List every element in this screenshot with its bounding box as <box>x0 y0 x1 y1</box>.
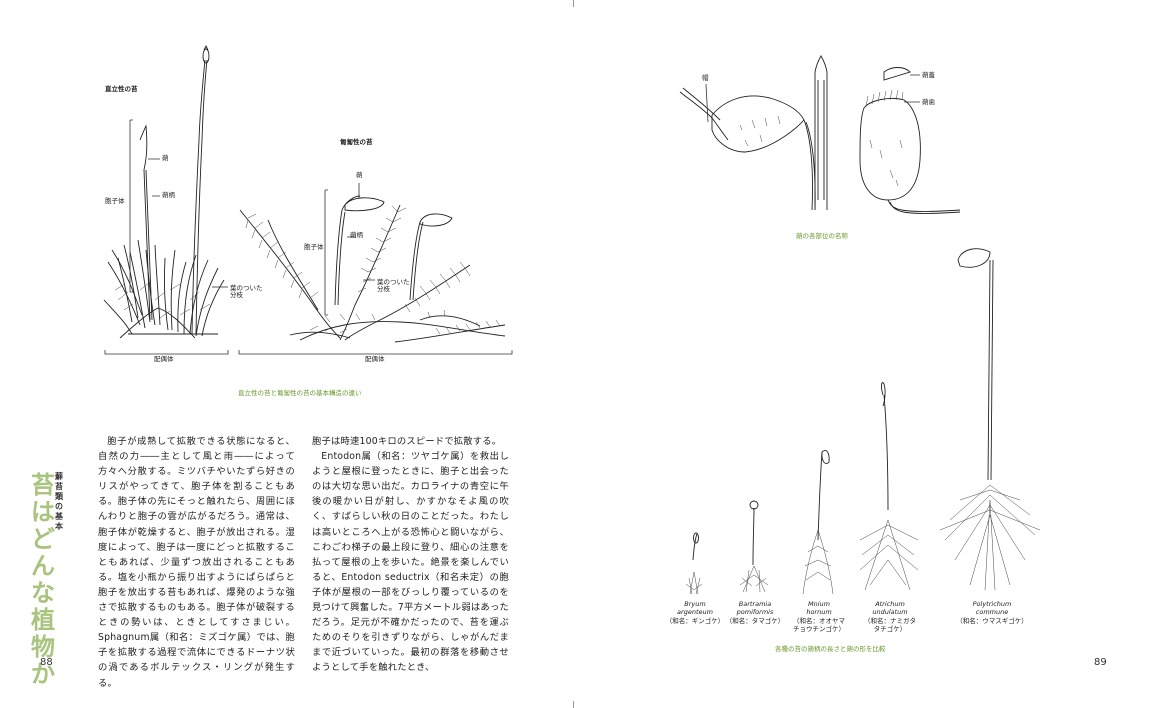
upright-moss-title: 直立性の苔 <box>105 85 138 93</box>
species-label: Bartramia pomiformis （和名：タマゴケ） <box>725 600 785 625</box>
species-label: Mnium hornum （和名：オオヤマ チョウチンゴケ） <box>793 600 845 634</box>
species-label: Atrichum undulatum （和名：ナミガタ タチゴケ） <box>864 600 916 634</box>
upright-seta-label: 蒴柄 <box>162 191 175 199</box>
upright-moss-illustration <box>103 44 225 339</box>
capsule-parts-illustration <box>679 54 961 214</box>
species-comparison-illustration <box>685 248 1041 595</box>
creeping-gametophyte-label: 配偶体 <box>365 355 385 363</box>
chapter-title: 苔はどんな植物か <box>31 471 55 688</box>
creeping-seta-label: 蒴柄 <box>350 231 363 239</box>
upright-sporophyte-label: 胞子体 <box>105 197 125 205</box>
gutter-mark-bottom <box>573 701 574 708</box>
gutter-mark-top <box>573 0 574 7</box>
calyptra-label: 帽 <box>702 74 709 82</box>
fig1-caption: 直立性の苔と匍匐性の苔の基本構造の違い <box>238 389 362 397</box>
body-column-1: 胞子が成熟して拡散できる状態になると、自然の力――主として風と雨――によって方々… <box>98 434 295 691</box>
operculum-label: 蒴蓋 <box>922 71 935 79</box>
paragraph: 胞子は時速100キロのスピードで拡散する。 <box>312 436 502 447</box>
creeping-capsule-label: 蒴 <box>356 171 363 179</box>
creeping-branch-label: 葉のついた 分枝 <box>377 278 410 294</box>
creeping-sporophyte-label: 胞子体 <box>304 243 324 251</box>
page-number-right: 89 <box>1094 657 1107 668</box>
upright-gametophyte-label: 配偶体 <box>154 355 174 363</box>
paragraph: Entodon属（和名：ツヤゴケ属）を救出しようと屋根に登ったときに、胞子と出会… <box>312 451 509 674</box>
chapter-subtitle: 蘚苔類の基本 <box>55 472 63 531</box>
body-column-2: 胞子は時速100キロのスピードで拡散する。 Entodon属（和名：ツヤゴケ属）… <box>312 434 509 676</box>
species-label: Polytrichum commune （和名：ウマスギゴケ） <box>956 600 1028 625</box>
paragraph: 胞子が成熟して拡散できる状態になると、自然の力――主として風と雨――によって方々… <box>98 436 295 689</box>
creeping-moss-title: 匍匐性の苔 <box>340 138 373 146</box>
species-label: Bryum argenteum （和名：ギンゴケ） <box>665 600 725 625</box>
page-number-left: 88 <box>40 657 53 668</box>
upright-branch-label: 葉のついた 分枝 <box>230 284 263 300</box>
upright-capsule-label: 蒴 <box>162 154 169 162</box>
peristome-label: 蒴歯 <box>922 98 935 106</box>
fig3-caption: 各種の苔の蒴柄の長さと蒴の形を比較 <box>775 645 886 653</box>
creeping-moss-illustration <box>239 195 506 343</box>
fig2-caption: 蒴の各部位の名称 <box>796 232 848 240</box>
fig1-callout-lines <box>104 119 513 355</box>
